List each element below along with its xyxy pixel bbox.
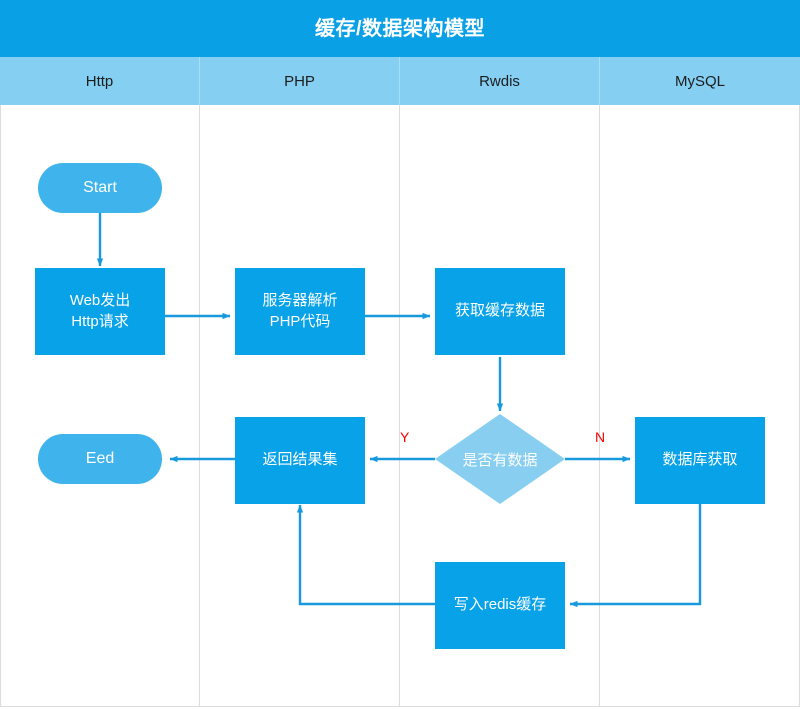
node-server-parse-php[interactable]: 服务器解析 PHP代码 <box>235 268 365 355</box>
node-has-data-decision[interactable]: 是否有数据 <box>435 414 565 504</box>
swimlane-header-row: Http PHP Rwdis MySQL <box>0 57 800 105</box>
node-return-result-set[interactable]: 返回结果集 <box>235 417 365 504</box>
swimlane-header-php: PHP <box>200 57 400 105</box>
swimlane-header-http: Http <box>0 57 200 105</box>
branch-label-no: N <box>595 429 606 445</box>
node-server-parse-php-label-line1: 服务器解析 <box>262 292 338 310</box>
node-write-redis-cache[interactable]: 写入redis缓存 <box>435 562 565 649</box>
node-web-http-request-label-line1: Web发出 <box>69 292 131 310</box>
node-end-label: Eed <box>85 450 115 467</box>
node-database-fetch[interactable]: 数据库获取 <box>635 417 765 504</box>
node-database-fetch-label: 数据库获取 <box>662 451 738 469</box>
swimlane-header-mysql: MySQL <box>674 72 725 90</box>
node-start[interactable]: Start <box>38 163 162 213</box>
branch-label-yes: Y <box>400 429 410 445</box>
swimlane-body <box>0 105 800 707</box>
swimlane-column-php <box>200 105 400 707</box>
node-has-data-decision-label: 是否有数据 <box>462 451 538 469</box>
node-get-cache-data-label: 获取缓存数据 <box>454 302 545 320</box>
node-write-redis-cache-label: 写入redis缓存 <box>453 596 547 614</box>
node-end[interactable]: Eed <box>38 434 162 484</box>
node-get-cache-data[interactable]: 获取缓存数据 <box>435 268 565 355</box>
node-return-result-set-label: 返回结果集 <box>262 451 338 469</box>
page-title: 缓存/数据架构模型 <box>314 17 486 40</box>
swimlane-header-rwdis: Rwdis <box>400 57 600 105</box>
node-start-label: Start <box>83 179 117 196</box>
node-web-http-request[interactable]: Web发出 Http请求 <box>35 268 165 355</box>
node-web-http-request-label-line2: Http请求 <box>71 312 129 330</box>
swimlane-column-mysql <box>600 105 800 707</box>
diagram-title-bar: 缓存/数据架构模型 <box>0 0 800 57</box>
node-server-parse-php-label-line2: PHP代码 <box>269 312 331 330</box>
